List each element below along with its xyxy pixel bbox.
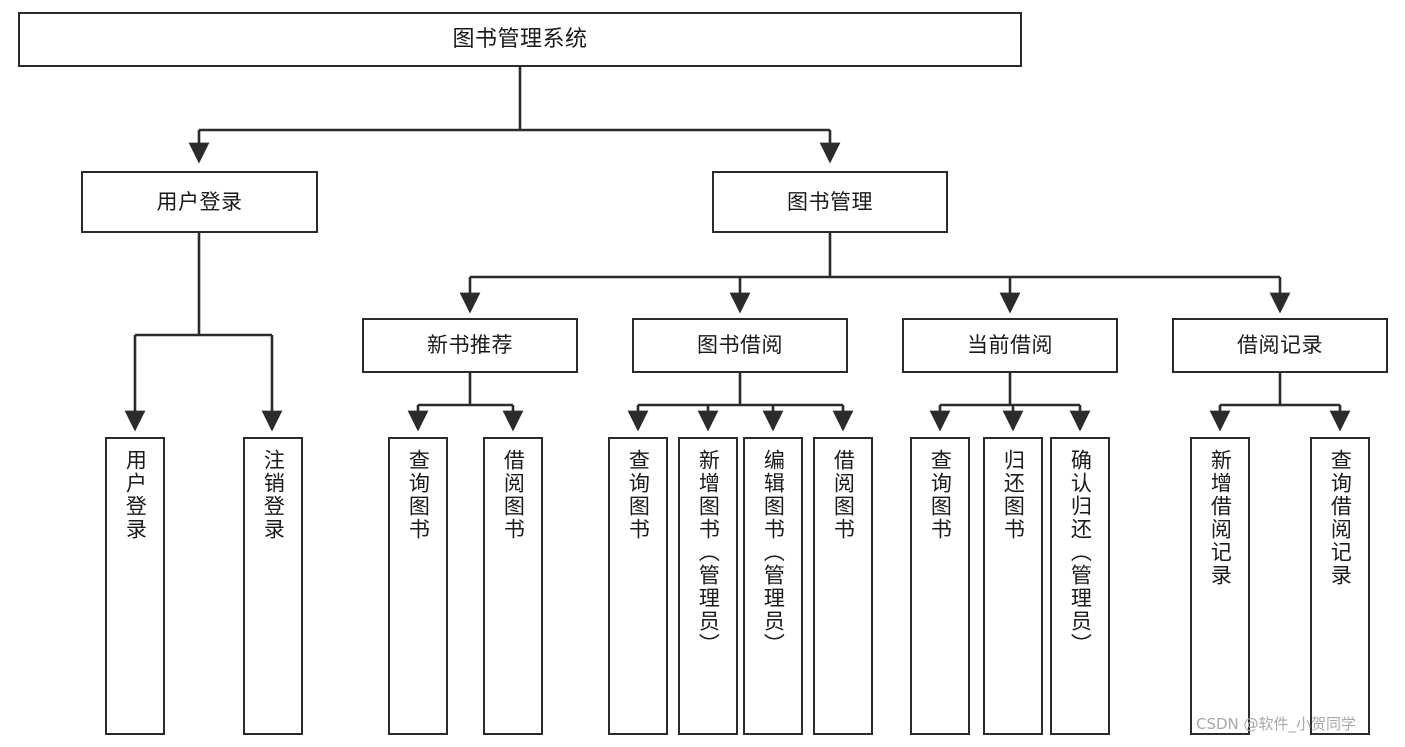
node-current-borrow[interactable]: 当前借阅 (902, 318, 1118, 373)
node-label: 用户登录 (123, 449, 148, 541)
node-leaf-confirm-return[interactable]: 确认归还（管理员） (1050, 437, 1110, 735)
node-label: 注销登录 (261, 449, 286, 541)
node-borrow-record[interactable]: 借阅记录 (1172, 318, 1388, 373)
node-leaf-query-book-rec[interactable]: 查询图书 (388, 437, 448, 735)
node-label: 新书推荐 (427, 333, 513, 358)
node-label: 图书借阅 (697, 333, 783, 358)
node-label: 图书管理 (787, 189, 873, 214)
node-leaf-borrow-book-rec[interactable]: 借阅图书 (483, 437, 543, 735)
node-leaf-borrow-book-b[interactable]: 借阅图书 (813, 437, 873, 735)
node-leaf-query-record[interactable]: 查询借阅记录 (1310, 437, 1370, 735)
node-label: 用户登录 (156, 189, 243, 214)
node-leaf-return-book[interactable]: 归还图书 (983, 437, 1043, 735)
node-book-manage[interactable]: 图书管理 (712, 171, 948, 233)
node-new-book-rec[interactable]: 新书推荐 (362, 318, 578, 373)
node-book-borrow[interactable]: 图书借阅 (632, 318, 848, 373)
node-label: 借阅图书 (501, 449, 526, 541)
node-leaf-user-login[interactable]: 用户登录 (105, 437, 165, 735)
node-leaf-add-book[interactable]: 新增图书（管理员） (678, 437, 738, 735)
node-label: 新增借阅记录 (1208, 449, 1233, 587)
node-label: 借阅图书 (831, 449, 856, 541)
node-label: 当前借阅 (967, 333, 1053, 358)
node-leaf-add-record[interactable]: 新增借阅记录 (1190, 437, 1250, 735)
node-label: 归还图书 (1001, 449, 1026, 541)
node-leaf-logout[interactable]: 注销登录 (243, 437, 303, 735)
node-label: 确认归还（管理员） (1068, 449, 1093, 656)
node-label: 借阅记录 (1237, 333, 1323, 358)
node-leaf-query-book-b[interactable]: 查询图书 (608, 437, 668, 735)
node-label: 查询图书 (928, 449, 953, 541)
node-label: 查询图书 (406, 449, 431, 541)
node-user-login[interactable]: 用户登录 (81, 171, 318, 233)
node-root[interactable]: 图书管理系统 (18, 12, 1022, 67)
node-label: 编辑图书（管理员） (761, 449, 786, 656)
csdn-watermark: CSDN @软件_小贺同学 (1196, 715, 1357, 733)
node-label: 图书管理系统 (452, 26, 588, 52)
node-label: 新增图书（管理员） (696, 449, 721, 656)
node-leaf-query-book-c[interactable]: 查询图书 (910, 437, 970, 735)
node-label: 查询借阅记录 (1328, 449, 1353, 587)
node-leaf-edit-book[interactable]: 编辑图书（管理员） (743, 437, 803, 735)
node-label: 查询图书 (626, 449, 651, 541)
